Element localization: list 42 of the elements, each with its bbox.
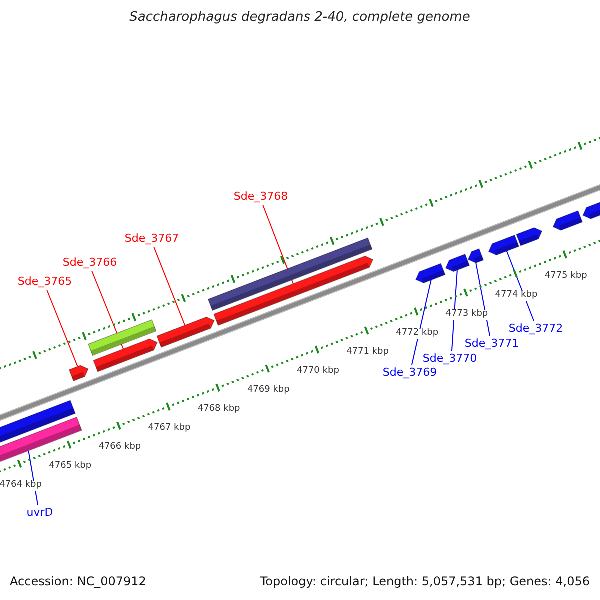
gene-feature <box>488 234 520 256</box>
accession-text: Accession: NC_007912 <box>10 575 146 589</box>
gene-feature <box>468 248 484 264</box>
diagram-title: Saccharophagus degradans 2-40, complete genome <box>130 10 470 26</box>
scale-label: 4774 kbp <box>494 290 539 301</box>
leader-line <box>46 290 78 368</box>
gene-feature <box>516 227 543 246</box>
scale-label: 4765 kbp <box>48 462 93 472</box>
leader-line <box>92 270 124 350</box>
gene-feature <box>445 254 470 272</box>
scale-label: 4770 kbp <box>296 366 340 377</box>
gene-feature <box>416 263 446 284</box>
gene-feature <box>552 210 584 231</box>
scale-label: 4769 kbp <box>246 386 291 396</box>
scale-label: 4773 kbp <box>444 310 490 320</box>
gene-feature <box>156 316 215 348</box>
scale-label: 4771 kbp <box>346 348 390 358</box>
gene-feature <box>214 256 374 326</box>
gene-label: Sde_3767 <box>124 232 180 246</box>
leader-line <box>154 246 186 326</box>
scale-label: 4772 kbp <box>395 328 440 339</box>
gene-label: uvrD <box>26 506 54 520</box>
gene-label: Sde_3772 <box>508 322 564 336</box>
gene-label: Sde_3771 <box>464 338 520 350</box>
gene-feature <box>68 365 89 382</box>
gene-label: Sde_3770 <box>422 352 478 366</box>
scale-label: 4767 kbp <box>147 424 192 434</box>
gene-label: Sde_3768 <box>234 190 288 204</box>
genome-summary-text: Topology: circular; Length: 5,057,531 bp; Genes: 4,056 <box>260 575 590 589</box>
scale-label: 4764 kbp <box>0 481 43 491</box>
leader-line <box>476 262 490 336</box>
gene-block <box>88 320 157 356</box>
gene-label: Sde_3765 <box>18 276 72 288</box>
scale-label: 4775 kbp <box>544 272 588 282</box>
scale-label: 4768 kbp <box>196 405 242 415</box>
gene-feature <box>93 338 158 372</box>
leader-line <box>412 280 432 366</box>
gene-label: Sde_3769 <box>382 366 438 380</box>
gene-label: Sde_3766 <box>62 256 118 270</box>
scale-label: 4766 kbp <box>98 443 142 453</box>
gene-block <box>208 238 373 312</box>
leader-line <box>452 270 458 352</box>
